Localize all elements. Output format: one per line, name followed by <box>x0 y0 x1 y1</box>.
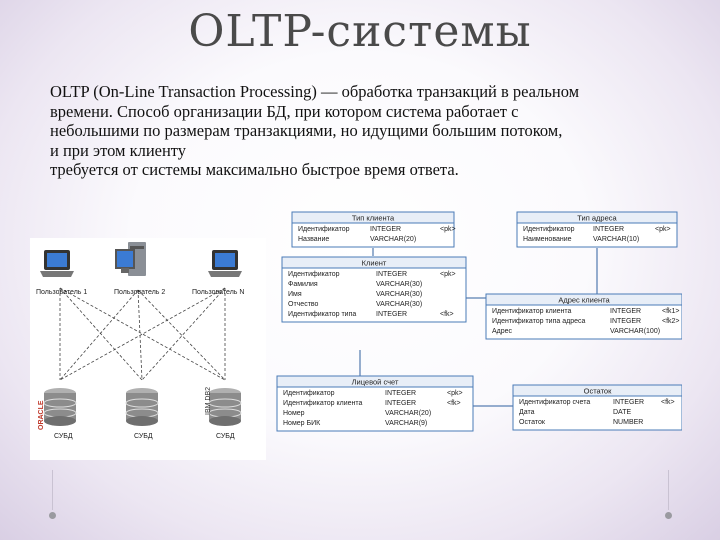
oracle-vendor-label: ORACLE <box>38 400 45 430</box>
table-title: Адрес клиента <box>558 296 610 305</box>
table-column-key: <fk> <box>440 311 454 318</box>
table-column-key: <pk> <box>447 390 463 397</box>
table-column-name: Номер БИК <box>283 420 321 427</box>
table-column-name: Идентификатор <box>298 226 350 233</box>
table-column-name: Идентификатор типа <box>288 311 356 318</box>
table-column-type: NUMBER <box>613 419 643 426</box>
table-column-name: Название <box>298 236 329 243</box>
table-column-type: VARCHAR(20) <box>370 236 416 243</box>
table-column-type: INTEGER <box>613 399 644 406</box>
table-column-name: Остаток <box>519 419 546 426</box>
slide-title: OLTP-системы <box>0 6 720 57</box>
left-decor-line <box>52 470 53 510</box>
table-column-type: VARCHAR(30) <box>376 281 422 288</box>
table-column-key: <fk1> <box>662 308 680 315</box>
paragraph-line: и при этом клиенту <box>50 141 700 161</box>
database-icon <box>44 388 76 426</box>
client-2-label: Пользователь 2 <box>114 289 165 296</box>
table-column-name: Идентификатор типа адреса <box>492 318 585 325</box>
table-column-type: INTEGER <box>385 400 416 407</box>
table-column-type: VARCHAR(30) <box>376 291 422 298</box>
table-column-name: Фамилия <box>288 281 318 288</box>
paragraph-line: требуется от системы максимально быстрое… <box>50 160 700 180</box>
laptop-icon <box>40 250 74 277</box>
table-column-type: INTEGER <box>370 226 401 233</box>
right-decor-bullet <box>665 512 672 519</box>
table-column-name: Идентификатор клиента <box>283 400 362 407</box>
table-column-type: DATE <box>613 409 631 416</box>
table-column-name: Дата <box>519 409 535 416</box>
database-icon <box>126 388 158 426</box>
table-column-name: Адрес <box>492 328 513 335</box>
db-2-label: СУБД <box>134 433 153 440</box>
table-title: Клиент <box>362 259 387 268</box>
table-column-type: INTEGER <box>610 318 641 325</box>
table-column-key: <pk> <box>655 226 671 233</box>
left-decor-bullet <box>49 512 56 519</box>
table-column-key: <pk> <box>440 271 456 278</box>
table-column-key: <fk> <box>447 400 461 407</box>
paragraph-line: небольшими по размерам транзакциями, но … <box>50 121 700 141</box>
table-title: Тип клиента <box>352 214 395 223</box>
table-column-type: INTEGER <box>593 226 624 233</box>
table-title: Тип адреса <box>577 214 617 223</box>
table-column-type: VARCHAR(30) <box>376 301 422 308</box>
table-column-type: VARCHAR(20) <box>385 410 431 417</box>
table-column-key: <fk> <box>661 399 675 406</box>
table-column-name: Идентификатор клиента <box>492 308 571 315</box>
table-column-name: Наименование <box>523 236 572 243</box>
table-column-name: Номер <box>283 410 305 417</box>
oltp-architecture-diagram: Пользователь 1 Пользователь 2 Пользовате… <box>30 210 682 460</box>
database-icon <box>209 388 241 426</box>
table-column-name: Идентификатор счета <box>519 399 590 406</box>
table-column-type: INTEGER <box>376 271 407 278</box>
table-column-type: INTEGER <box>385 390 416 397</box>
table-title: Лицевой счет <box>352 378 399 387</box>
db-1-label: СУБД <box>54 433 73 440</box>
table-column-type: VARCHAR(9) <box>385 420 427 427</box>
laptop-icon <box>208 250 242 277</box>
table-title: Остаток <box>584 387 612 396</box>
table-column-key: <fk2> <box>662 318 680 325</box>
table-column-type: VARCHAR(10) <box>593 236 639 243</box>
paragraph-line: OLTP (On-Line Transaction Processing) — … <box>50 82 700 102</box>
oltp-definition-paragraph: OLTP (On-Line Transaction Processing) — … <box>50 82 700 180</box>
table-column-name: Идентификатор <box>523 226 575 233</box>
table-column-name: Идентификатор <box>283 390 335 397</box>
table-column-type: INTEGER <box>610 308 641 315</box>
right-decor-line <box>668 470 669 510</box>
db2-vendor-label: IBM DB2 <box>205 387 212 415</box>
table-column-type: VARCHAR(100) <box>610 328 660 335</box>
client-1-label: Пользователь 1 <box>36 289 87 296</box>
table-column-type: INTEGER <box>376 311 407 318</box>
table-column-name: Отчество <box>288 301 319 308</box>
table-column-name: Идентификатор <box>288 271 340 278</box>
paragraph-line: времени. Способ организации БД, при кото… <box>50 102 700 122</box>
db-3-label: СУБД <box>216 433 235 440</box>
table-column-name: Имя <box>288 291 302 298</box>
table-column-key: <pk> <box>440 226 456 233</box>
client-n-label: Пользователь N <box>192 289 244 296</box>
